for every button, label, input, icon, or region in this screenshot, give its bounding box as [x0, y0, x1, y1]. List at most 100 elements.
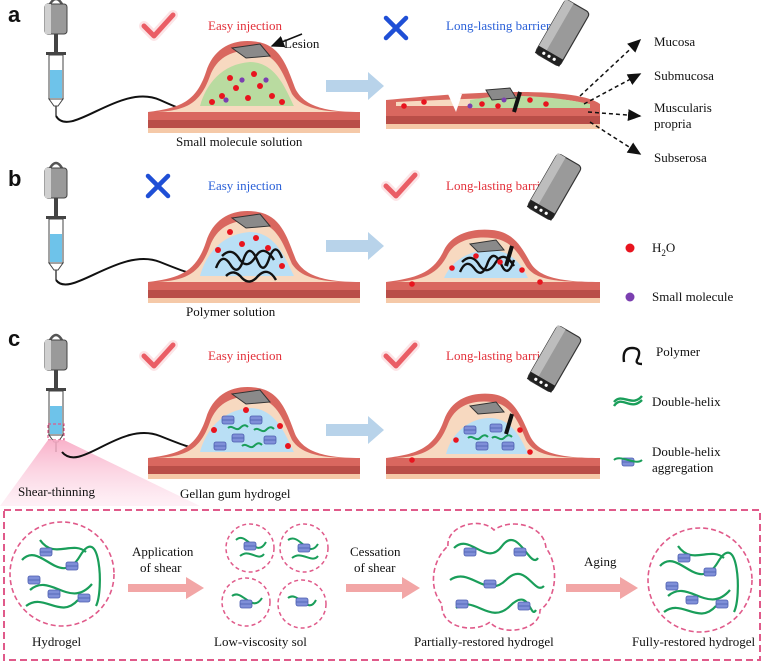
aggregation-icon: [613, 457, 643, 467]
stage-hydrogel: [9, 521, 115, 627]
tissue-flat-base: [386, 116, 600, 124]
small-molecule-dots: [223, 77, 269, 103]
tissue-base-after: [386, 290, 600, 298]
polymer-tangle-after: [458, 254, 516, 274]
inject-label-a: Easy injection: [208, 18, 283, 33]
cross-icon: [148, 176, 168, 196]
check-icon: [386, 345, 415, 366]
shear-process-box: Hydrogel Application of shear Low-viscos…: [3, 509, 761, 661]
panel-letter-b: b: [8, 166, 21, 191]
arrow-cease-shear: [346, 577, 420, 599]
tissue-flat-bottom: [386, 124, 600, 129]
barrier-label-a: Long-lasting barrier: [446, 18, 551, 33]
legend-aggregation-2: aggregation: [652, 460, 714, 475]
layer-submucosa: Submucosa: [654, 68, 714, 83]
stage-2-label: Low-viscosity sol: [214, 634, 307, 649]
endoscope-tool: [512, 91, 522, 113]
lesion-shape-after: [468, 401, 505, 415]
water-dots-flat: [401, 97, 549, 109]
tissue-bottom: [148, 474, 360, 479]
water-dots: [209, 71, 285, 105]
flow-arrow-a: [326, 72, 384, 100]
small-molecule-dot-icon: [625, 292, 635, 302]
legend-water-o: O: [666, 240, 675, 255]
syringe-icon: [43, 161, 69, 282]
tissue-base: [148, 466, 360, 474]
legend-double-helix: Double-helix: [652, 394, 721, 409]
stage-sol: [221, 523, 329, 629]
inject-label-b: Easy injection: [208, 178, 283, 193]
legend: H2O Small molecule Polymer Double-helix …: [613, 240, 733, 475]
tissue-base: [148, 290, 360, 298]
legend-small-molecule: Small molecule: [652, 289, 733, 304]
endoscope-icon: [534, 0, 591, 68]
tissue-bottom-after: [386, 474, 600, 479]
stage-3-label: Partially-restored hydrogel: [414, 634, 554, 649]
caption-a: Small molecule solution: [176, 134, 303, 149]
layer-subserosa: Subserosa: [654, 150, 707, 165]
arrow-2-line-1: Cessation: [350, 544, 401, 559]
small-molecule-dots-flat: [467, 97, 507, 109]
panel-a: a Lesion Easy injection Small molecule s…: [8, 0, 714, 165]
layer-arrows: [579, 38, 642, 155]
lesion-shape: [230, 43, 271, 59]
lesion-shape: [230, 213, 271, 229]
flow-arrow-b: [326, 232, 384, 260]
zoom-fan: [0, 440, 200, 506]
incision-gap: [448, 94, 462, 112]
stage-1-label: Hydrogel: [32, 634, 81, 649]
panel-b: b Easy injection Polymer solution Long-l…: [8, 152, 600, 319]
water-dots: [215, 229, 285, 269]
polymer-icon: [622, 346, 643, 366]
double-helix-icon: [613, 395, 643, 407]
arrow-apply-shear: [128, 577, 204, 599]
lesion-label: Lesion: [284, 36, 320, 51]
lesion-shape-after: [468, 239, 505, 253]
legend-water-h: H: [652, 240, 661, 255]
legend-water: H2O: [652, 240, 675, 258]
legend-water-sub: 2: [661, 248, 666, 258]
dashed-frame: [3, 509, 761, 661]
panel-letter-a: a: [8, 2, 21, 27]
flow-arrow-c: [326, 416, 384, 444]
cross-icon: [386, 18, 406, 38]
caption-b: Polymer solution: [186, 304, 276, 319]
endoscope-tool: [504, 413, 514, 435]
barrier-label-b: Long-lasting barrier: [446, 178, 551, 193]
arrow-2-line-2: of shear: [354, 560, 396, 575]
arrow-1-line-2: of shear: [140, 560, 182, 575]
endoscope-tool: [504, 245, 514, 267]
barrier-label-c: Long-lasting barrier: [446, 348, 551, 363]
caption-c: Gellan gum hydrogel: [180, 486, 291, 501]
inject-label-c: Easy injection: [208, 348, 283, 363]
lesion-shape: [230, 389, 271, 405]
check-icon: [144, 15, 173, 36]
layer-mucosa: Mucosa: [654, 34, 695, 49]
tissue-base-after: [386, 466, 600, 474]
layer-muscularis: Muscularis: [654, 100, 712, 115]
lesion-shape-flat: [485, 87, 517, 101]
legend-polymer: Polymer: [656, 344, 701, 359]
layer-propria: propria: [654, 116, 692, 131]
water-dots-after: [409, 253, 543, 287]
arrow-3-label: Aging: [584, 554, 617, 569]
syringe-icon: [43, 0, 69, 118]
zoom-label: Shear-thinning: [18, 484, 96, 499]
polymer-tangle: [214, 248, 284, 283]
panel-letter-c: c: [8, 326, 20, 351]
tissue-bottom: [148, 298, 360, 303]
arrow-aging: [566, 577, 638, 599]
lesion-pointer: [270, 33, 303, 48]
check-icon: [144, 345, 173, 366]
water-dot-icon: [625, 243, 635, 253]
stage-full: [647, 527, 753, 633]
arrow-1-line-1: Application: [132, 544, 194, 559]
stage-4-label: Fully-restored hydrogel: [632, 634, 756, 649]
tissue-base: [148, 120, 360, 128]
legend-aggregation-1: Double-helix: [652, 444, 721, 459]
tissue-bottom-after: [386, 298, 600, 303]
panel-c: c Shear-thinning Easy injection Gellan g…: [0, 324, 600, 506]
stage-partial: [432, 522, 556, 631]
tissue-bottom: [148, 128, 360, 133]
